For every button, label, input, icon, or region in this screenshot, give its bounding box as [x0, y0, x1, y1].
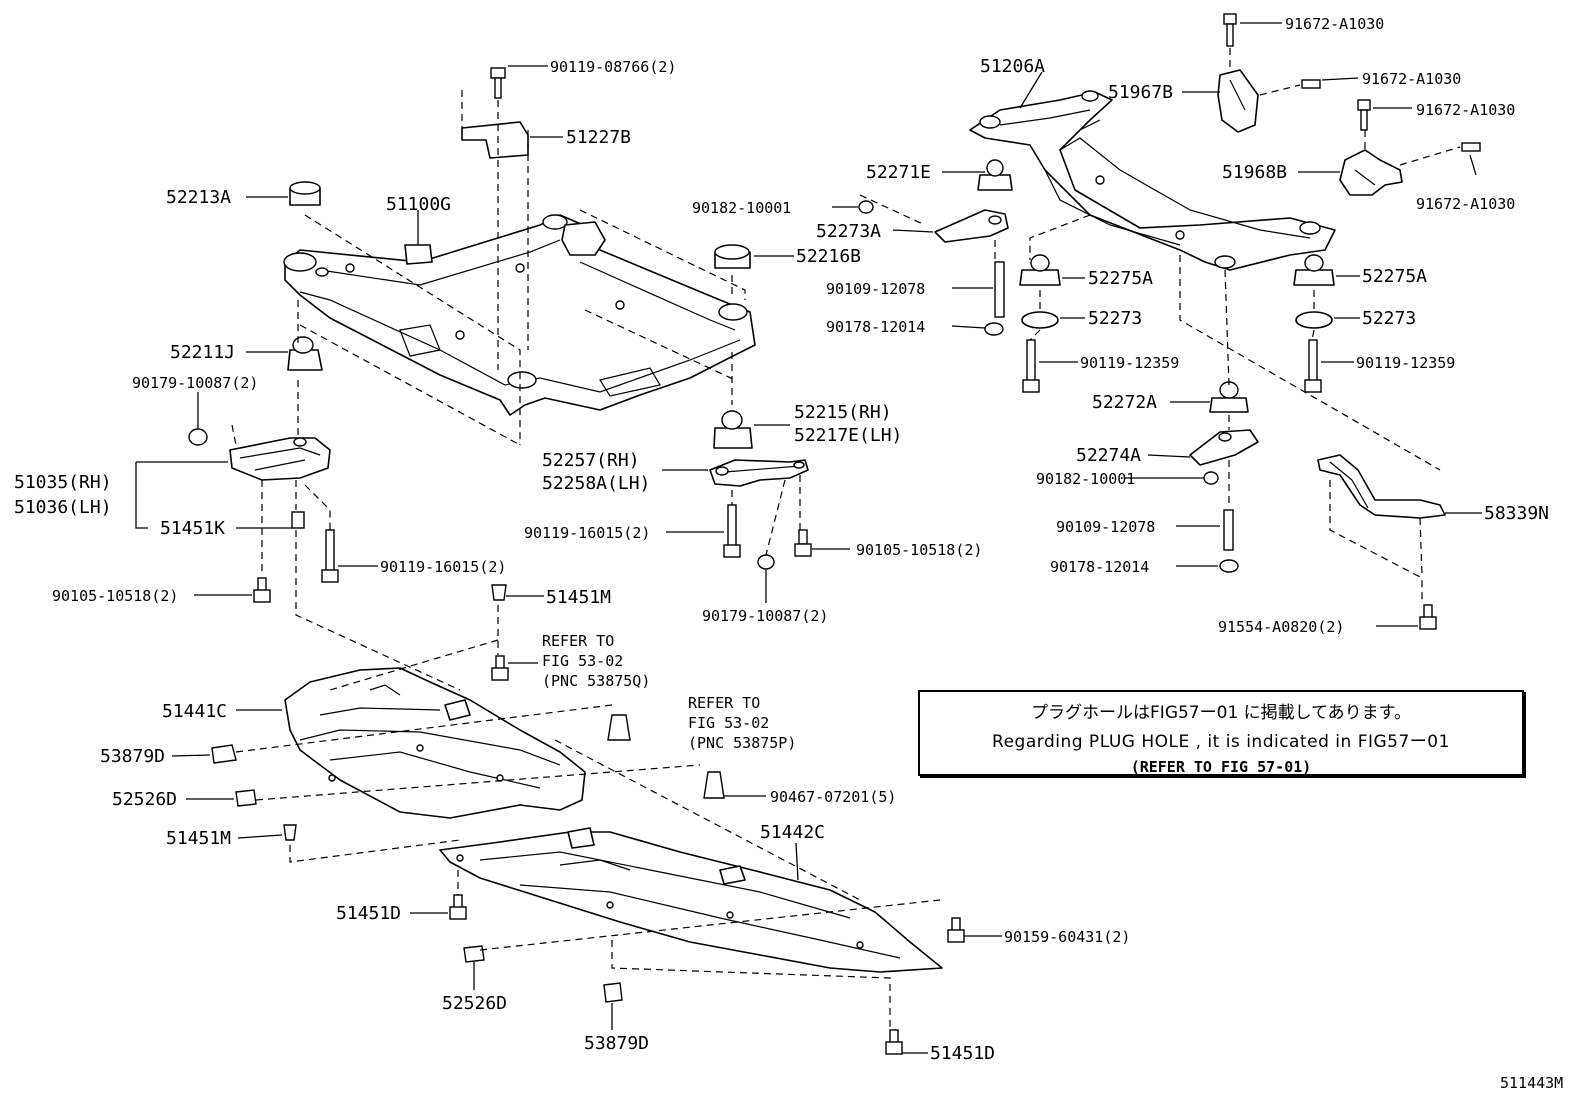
callout-90467-07201: 90467-07201(5) [770, 788, 896, 806]
callout-52258a-lh: 52258A(LH) [542, 473, 650, 494]
callout-52272a: 52272A [1092, 392, 1157, 413]
callout-52211j: 52211J [170, 342, 235, 363]
callout-51100g: 51100G [386, 194, 451, 215]
callout-90182-10001-a: 90182-10001 [692, 199, 791, 217]
callout-90119-12359-a: 90119-12359 [1080, 354, 1179, 372]
note-english: Regarding PLUG HOLE , it is indicated in… [992, 732, 1450, 752]
bracket-51035-51036 [229, 437, 331, 481]
callout-51036-lh: 51036(LH) [14, 497, 112, 518]
callout-90109-12078-b: 90109-12078 [1056, 518, 1155, 536]
callout-51035-rh: 51035(RH) [14, 472, 112, 493]
callout-90159-60431: 90159-60431(2) [1004, 928, 1130, 946]
callout-90109-12078-a: 90109-12078 [826, 280, 925, 298]
brace-58339n [1317, 454, 1446, 519]
callout-52275a-b: 52275A [1362, 266, 1427, 287]
callout-53879d-a: 53879D [100, 746, 165, 767]
callout-51227b: 51227B [566, 127, 631, 148]
callout-90119-08766: 90119-08766(2) [550, 58, 676, 76]
rear-subframe-51206a [969, 90, 1336, 271]
callout-90119-16015-b: 90119-16015(2) [380, 558, 506, 576]
refer-a-line1: REFER TO [542, 632, 614, 650]
callout-51967b: 51967B [1108, 82, 1173, 103]
bracket-51967b [1217, 69, 1259, 133]
figure-id: 511443M [1500, 1074, 1564, 1092]
callout-52271e: 52271E [866, 162, 931, 183]
callout-58339n: 58339N [1484, 503, 1549, 524]
alignment-lines [231, 48, 1461, 1030]
callout-91672-a1030-2: 91672-A1030 [1362, 70, 1461, 88]
callout-90179-10087-b: 90179-10087(2) [702, 607, 828, 625]
leader-lines [135, 22, 1482, 1054]
callout-52526d-a: 52526D [112, 789, 177, 810]
fasteners [188, 13, 1481, 1055]
callout-51206a: 51206A [980, 56, 1045, 77]
callout-53879d-b: 53879D [584, 1033, 649, 1054]
callout-90182-10001-b: 90182-10001 [1036, 470, 1135, 488]
callout-52216b: 52216B [796, 246, 861, 267]
callout-51451k: 51451K [160, 518, 225, 539]
callout-91554-a0820: 91554-A0820(2) [1218, 618, 1344, 636]
callout-51968b: 51968B [1222, 162, 1287, 183]
bracket-52273a [934, 209, 1009, 243]
front-crossmember-51100g [283, 214, 756, 416]
refer-b-line1: REFER TO [688, 694, 760, 712]
callout-52213a: 52213A [166, 187, 231, 208]
callout-52215-rh: 52215(RH) [794, 402, 892, 423]
callout-52217e-lh: 52217E(LH) [794, 425, 902, 446]
refer-b-line3: (PNC 53875P) [688, 734, 796, 752]
callout-52526d-b: 52526D [442, 993, 507, 1014]
callout-91672-a1030-3: 91672-A1030 [1416, 101, 1515, 119]
callout-90105-10518-b: 90105-10518(2) [52, 587, 178, 605]
callout-52273-b: 52273 [1362, 308, 1416, 329]
callout-51451d-b: 51451D [930, 1043, 995, 1064]
bracket-51968b [1339, 149, 1403, 196]
callout-91672-a1030-4: 91672-A1030 [1416, 195, 1515, 213]
refer-a-line2: FIG 53-02 [542, 652, 623, 670]
callout-90178-12014-b: 90178-12014 [1050, 558, 1149, 576]
bracket-52274a [1189, 429, 1259, 466]
callout-52273-a: 52273 [1088, 308, 1142, 329]
callout-90179-10087-a: 90179-10087(2) [132, 374, 258, 392]
refer-b-line2: FIG 53-02 [688, 714, 769, 732]
arm-52257-52258a [709, 459, 809, 487]
callout-90105-10518-a: 90105-10518(2) [856, 541, 982, 559]
under-cover-51441c [284, 667, 586, 819]
under-cover-51442c [439, 827, 943, 973]
callout-52257-rh: 52257(RH) [542, 450, 640, 471]
callout-51442c: 51442C [760, 822, 825, 843]
callout-52273a: 52273A [816, 221, 881, 242]
callout-90119-16015-a: 90119-16015(2) [524, 524, 650, 542]
callout-90119-12359-b: 90119-12359 [1356, 354, 1455, 372]
plug-hole-note: プラグホールはFIG57ー01 に掲載してあります。 Regarding PLU… [918, 690, 1524, 776]
callout-91672-a1030-top: 91672-A1030 [1285, 15, 1384, 33]
callout-51451d-a: 51451D [336, 903, 401, 924]
callout-52275a-a: 52275A [1088, 268, 1153, 289]
callout-51451m-b: 51451M [166, 828, 231, 849]
callout-51441c: 51441C [162, 701, 227, 722]
callout-90178-12014-a: 90178-12014 [826, 318, 925, 336]
callout-52274a: 52274A [1076, 445, 1141, 466]
note-refer: (REFER TO FIG 57-01) [1130, 758, 1312, 776]
refer-a-line3: (PNC 53875Q) [542, 672, 650, 690]
callout-51451m-a: 51451M [546, 587, 611, 608]
note-japanese: プラグホールはFIG57ー01 に掲載してあります。 [1031, 703, 1411, 723]
callout-labels: 91672-A1030 90119-08766(2) 51206A 51967B… [14, 15, 1549, 1064]
